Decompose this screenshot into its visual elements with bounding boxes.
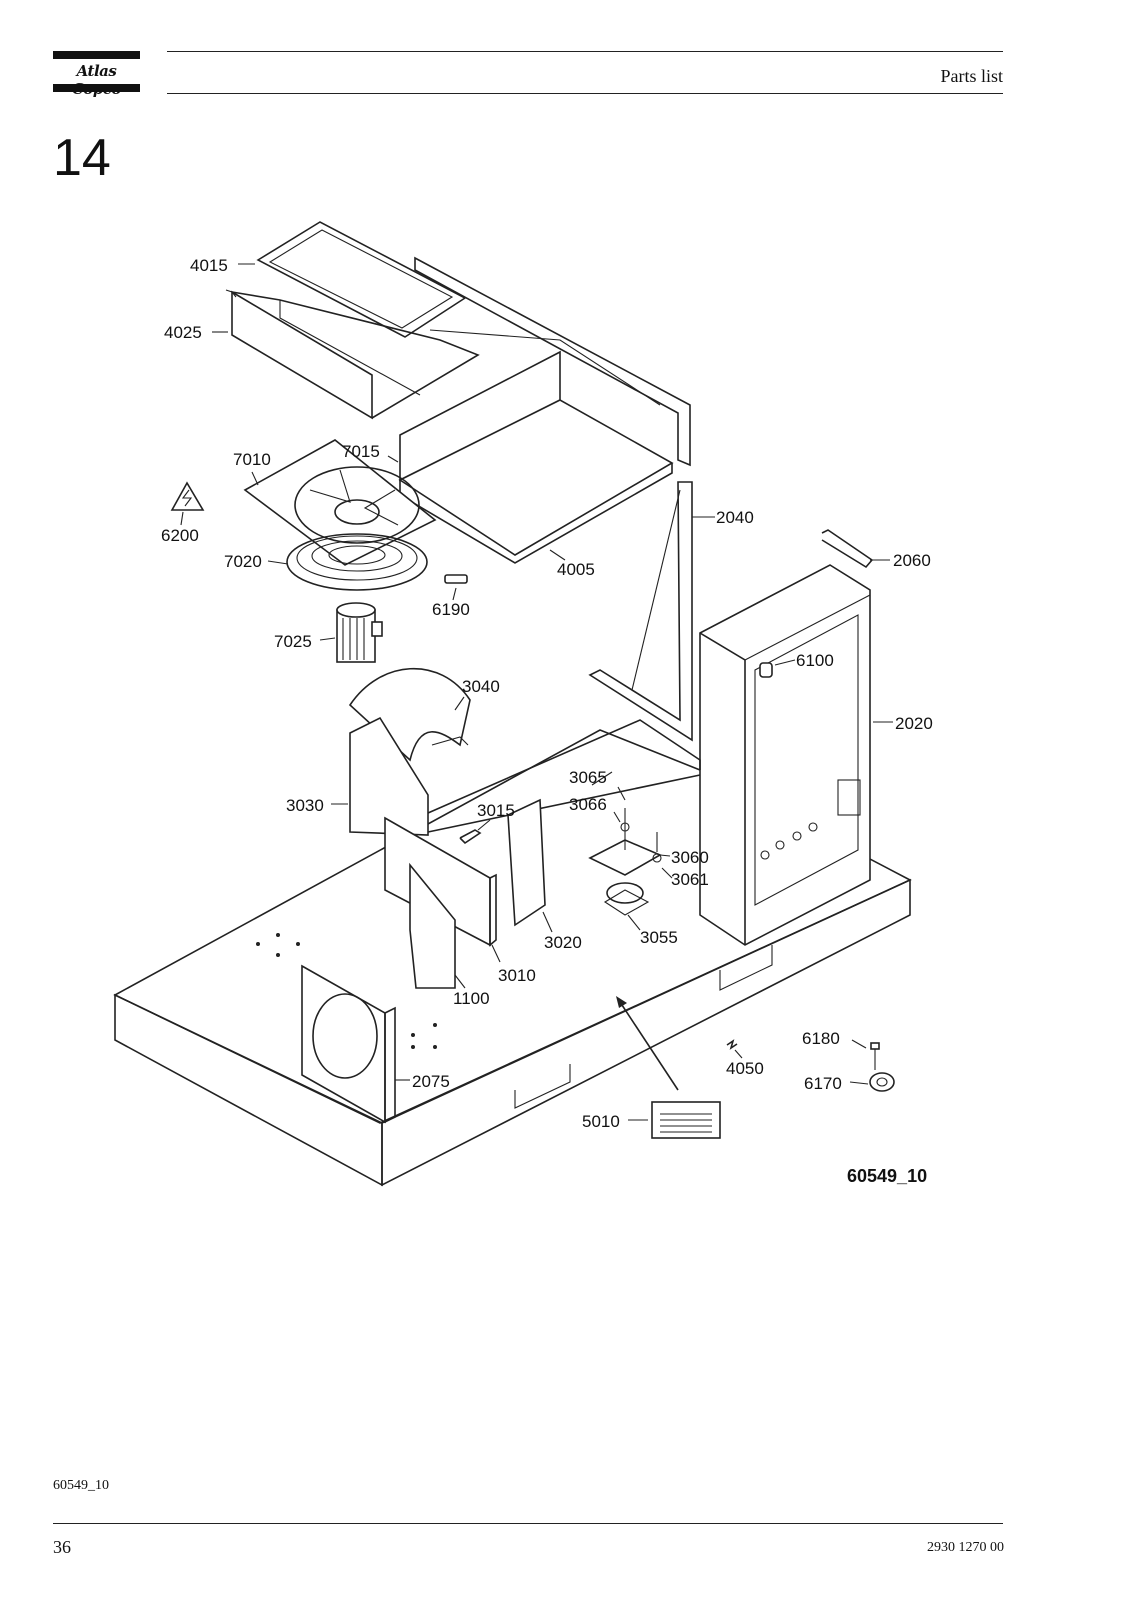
callout-4050: 4050 <box>726 1059 764 1078</box>
top-rail <box>414 256 691 467</box>
part-3030-plate <box>349 716 429 836</box>
callout-3010: 3010 <box>498 966 536 985</box>
part-3055-mount <box>588 808 662 916</box>
part-4025-box <box>225 289 480 420</box>
part-1100-plate <box>409 862 456 989</box>
callout-7025: 7025 <box>274 632 312 651</box>
callout-7015: 7015 <box>342 442 380 461</box>
footer-figure-reference: 60549_10 <box>53 1478 109 1493</box>
chapter-number: 14 <box>53 129 111 187</box>
part-6170-clamp <box>869 1042 895 1092</box>
logo-bar-top <box>53 51 140 59</box>
callout-6100: 6100 <box>796 651 834 670</box>
callout-3065: 3065 <box>569 768 607 787</box>
part-7010-fan-plate <box>243 439 437 566</box>
part-3015-bolt <box>459 829 482 845</box>
part-2060-angle <box>821 529 874 569</box>
callout-6170: 6170 <box>804 1074 842 1093</box>
warning-triangle-icon <box>170 481 205 511</box>
part-3020-plate <box>507 798 546 927</box>
callout-2020: 2020 <box>895 714 933 733</box>
callout-7020: 7020 <box>224 552 262 571</box>
callout-3015: 3015 <box>477 801 515 820</box>
part-7020-fan-guard <box>286 533 428 591</box>
callout-2060: 2060 <box>893 551 931 570</box>
part-2020-frame <box>699 564 871 946</box>
inner-rails <box>427 719 701 833</box>
callout-6190: 6190 <box>432 600 470 619</box>
part-7025-motor <box>336 602 383 663</box>
callout-4025: 4025 <box>164 323 202 342</box>
callout-3060: 3060 <box>671 848 709 867</box>
callout-3066: 3066 <box>569 795 607 814</box>
callout-labels: 4015 4025 7010 7015 6200 7020 4005 2040 … <box>161 256 933 1186</box>
footer-rule <box>53 1523 1003 1524</box>
pointer-arrow <box>616 996 679 1091</box>
leader-lines <box>180 263 893 1121</box>
callout-3030: 3030 <box>286 796 324 815</box>
callout-5010: 5010 <box>582 1112 620 1131</box>
header-rule-bottom <box>167 93 1003 94</box>
callout-4015: 4015 <box>190 256 228 275</box>
section-title: Parts list <box>940 66 1003 86</box>
callout-7010: 7010 <box>233 450 271 469</box>
part-3040-shroud <box>348 667 471 762</box>
figure-reference: 60549_10 <box>847 1166 927 1186</box>
callout-3061: 3061 <box>671 870 709 889</box>
part-5010-data-plate <box>651 1101 721 1139</box>
callout-2040: 2040 <box>716 508 754 527</box>
header-rule-top <box>167 51 1003 52</box>
logo-bar-bottom <box>53 84 140 92</box>
part-2075-panel <box>301 964 396 1124</box>
page-number: 36 <box>53 1537 71 1557</box>
part-6190 <box>444 574 468 584</box>
callout-3020: 3020 <box>544 933 582 952</box>
callout-1100: 1100 <box>453 989 490 1008</box>
document-number: 2930 1270 00 <box>927 1540 1004 1555</box>
callout-3040: 3040 <box>462 677 500 696</box>
callout-2075: 2075 <box>412 1072 450 1091</box>
part-3010-panel <box>384 816 497 947</box>
part-4005-tray <box>398 350 674 564</box>
callout-3055: 3055 <box>640 928 678 947</box>
callout-6200: 6200 <box>161 526 199 545</box>
part-2040-bracket <box>588 481 693 742</box>
callout-6180: 6180 <box>802 1029 840 1048</box>
part-4050 <box>726 1039 738 1050</box>
callout-4005: 4005 <box>557 560 595 579</box>
